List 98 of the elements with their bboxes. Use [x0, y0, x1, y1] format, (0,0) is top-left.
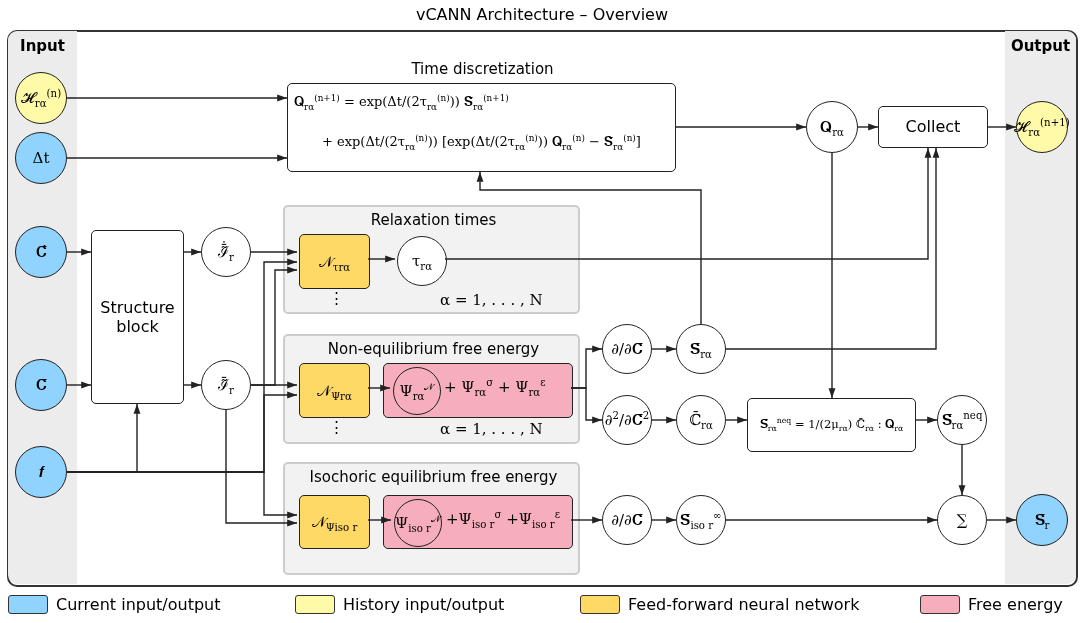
math-label: ∑	[956, 511, 968, 529]
variable-circle	[201, 227, 251, 277]
math-label: 𝒇	[38, 463, 44, 481]
process-box	[878, 106, 988, 148]
arrow	[367, 255, 396, 263]
legend-label: Free energy	[968, 595, 1063, 615]
math-label: 𝒩$_{Ψiso r}$	[311, 513, 358, 531]
math-label: τ$_{rα}$	[411, 252, 433, 270]
variable-circle	[806, 101, 858, 153]
free-energy-box	[383, 363, 573, 418]
box-label: Collect	[905, 117, 961, 137]
panel-heading: Relaxation times	[369, 211, 498, 229]
arrow	[651, 345, 677, 353]
arrow	[250, 381, 298, 389]
variable-circle	[676, 395, 726, 445]
math-label: 𝐂̄	[35, 376, 47, 394]
index-range-label: α = 1, . . . , N	[440, 420, 543, 438]
math-label: ∂$^{2}$/∂𝐂̄$^{2}$	[604, 411, 650, 429]
math-label: 𝒩$_{τrα}$	[318, 252, 351, 271]
arrow	[651, 416, 677, 424]
variable-circle	[201, 360, 251, 410]
arrow	[183, 381, 202, 389]
arrow	[66, 154, 288, 162]
input-circle	[15, 132, 67, 184]
panel-heading: Output	[1009, 37, 1072, 55]
output-panel	[1005, 31, 1076, 584]
arrow	[725, 147, 940, 350]
neural-network-box	[299, 363, 370, 418]
sum-circle	[937, 495, 987, 545]
math-label: 𝒩$_{Ψrα}$	[317, 381, 352, 400]
math-label: ℂ̄$_{rα}$	[689, 411, 713, 429]
math-label: 𝐒̄$_{rα}$	[690, 340, 712, 358]
arrow	[958, 444, 966, 496]
section-panel	[283, 462, 580, 575]
process-box	[91, 230, 184, 404]
history-output-circle	[1016, 101, 1068, 153]
diagram-title: vCANN Architecture – Overview	[414, 5, 670, 25]
arrow	[183, 248, 202, 256]
input-panel	[8, 31, 77, 584]
math-label: 𝐒̄$_{rα}$$^{neq}$ = 1/(2μ$_{rα}$) ℂ̄$_{rα}$ : 𝐐$_{rα}$	[759, 418, 904, 432]
operator-circle	[602, 324, 652, 374]
arrow	[66, 248, 92, 256]
variable-circle	[676, 495, 726, 545]
arrow	[66, 94, 288, 102]
arrow	[915, 416, 938, 424]
math-label: 𝐐$_{rα}$	[820, 118, 844, 136]
legend-label: Feed-forward neural network	[628, 595, 860, 615]
section-panel	[283, 334, 580, 444]
arrow	[570, 387, 603, 424]
section-panel	[283, 205, 580, 314]
math-label: 𝐒̄$_{r}$	[1034, 511, 1050, 529]
math-label: 𝐂̄̇	[35, 243, 47, 261]
variable-circle	[676, 324, 726, 374]
history-input-circle	[15, 72, 67, 124]
panel-heading: Input	[19, 37, 66, 55]
operator-circle	[602, 395, 652, 445]
math-label: ∂/∂𝐂̄	[611, 511, 643, 529]
arrow	[570, 516, 603, 524]
arrow	[987, 123, 1017, 131]
variable-circle	[397, 236, 447, 286]
math-label: Δt	[32, 149, 50, 167]
input-circle	[15, 226, 67, 278]
arrow	[225, 409, 298, 527]
neural-network-box	[299, 234, 370, 289]
output-circle	[1016, 494, 1068, 546]
math-label: ∂/∂𝐂̄	[611, 340, 643, 358]
ellipsis-label: ⋮	[329, 289, 344, 307]
neural-network-box	[299, 495, 370, 549]
panel-heading: Isochoric equilibrium free energy	[308, 468, 559, 486]
math-label: ℐ̃̄̇$_{r}$	[218, 243, 234, 261]
formula-line: + exp(Δt/(2τ$_{rα}$$^{(n)}$)) [exp(Δt/(2τ$_{rα}$$^{(n)}$)) 𝐐$_{rα}$$^{(n)}$ − 𝐒̄$_{rα}$$^{(n)}$]	[322, 134, 641, 150]
input-circle	[15, 359, 67, 411]
box-heading: Time discretization	[410, 60, 555, 78]
arrow	[444, 147, 932, 260]
input-circle	[15, 446, 67, 498]
ellipsis-label: ⋮	[329, 418, 344, 436]
formula-box	[747, 398, 916, 452]
math-label: ℐ̃̄$_{r}$	[218, 376, 234, 394]
arrow	[476, 171, 702, 325]
arrow	[828, 152, 836, 399]
arrow	[675, 123, 807, 131]
arrow	[367, 384, 391, 392]
legend-label: Current input/output	[56, 595, 221, 615]
arrow	[651, 516, 677, 524]
arrow	[250, 248, 298, 256]
legend-label: History input/output	[343, 595, 505, 615]
arrow	[857, 123, 879, 131]
panel-heading: Non-equilibrium free energy	[326, 340, 541, 358]
arrow	[725, 416, 748, 424]
arrow	[725, 516, 938, 524]
variable-circle	[937, 395, 987, 445]
box-label: Structure block	[99, 297, 176, 337]
free-energy-box	[383, 495, 573, 549]
operator-circle	[602, 495, 652, 545]
index-range-label: α = 1, . . . , N	[440, 291, 543, 309]
arrow	[66, 381, 92, 389]
arrow	[367, 516, 392, 524]
arrow	[986, 516, 1017, 524]
